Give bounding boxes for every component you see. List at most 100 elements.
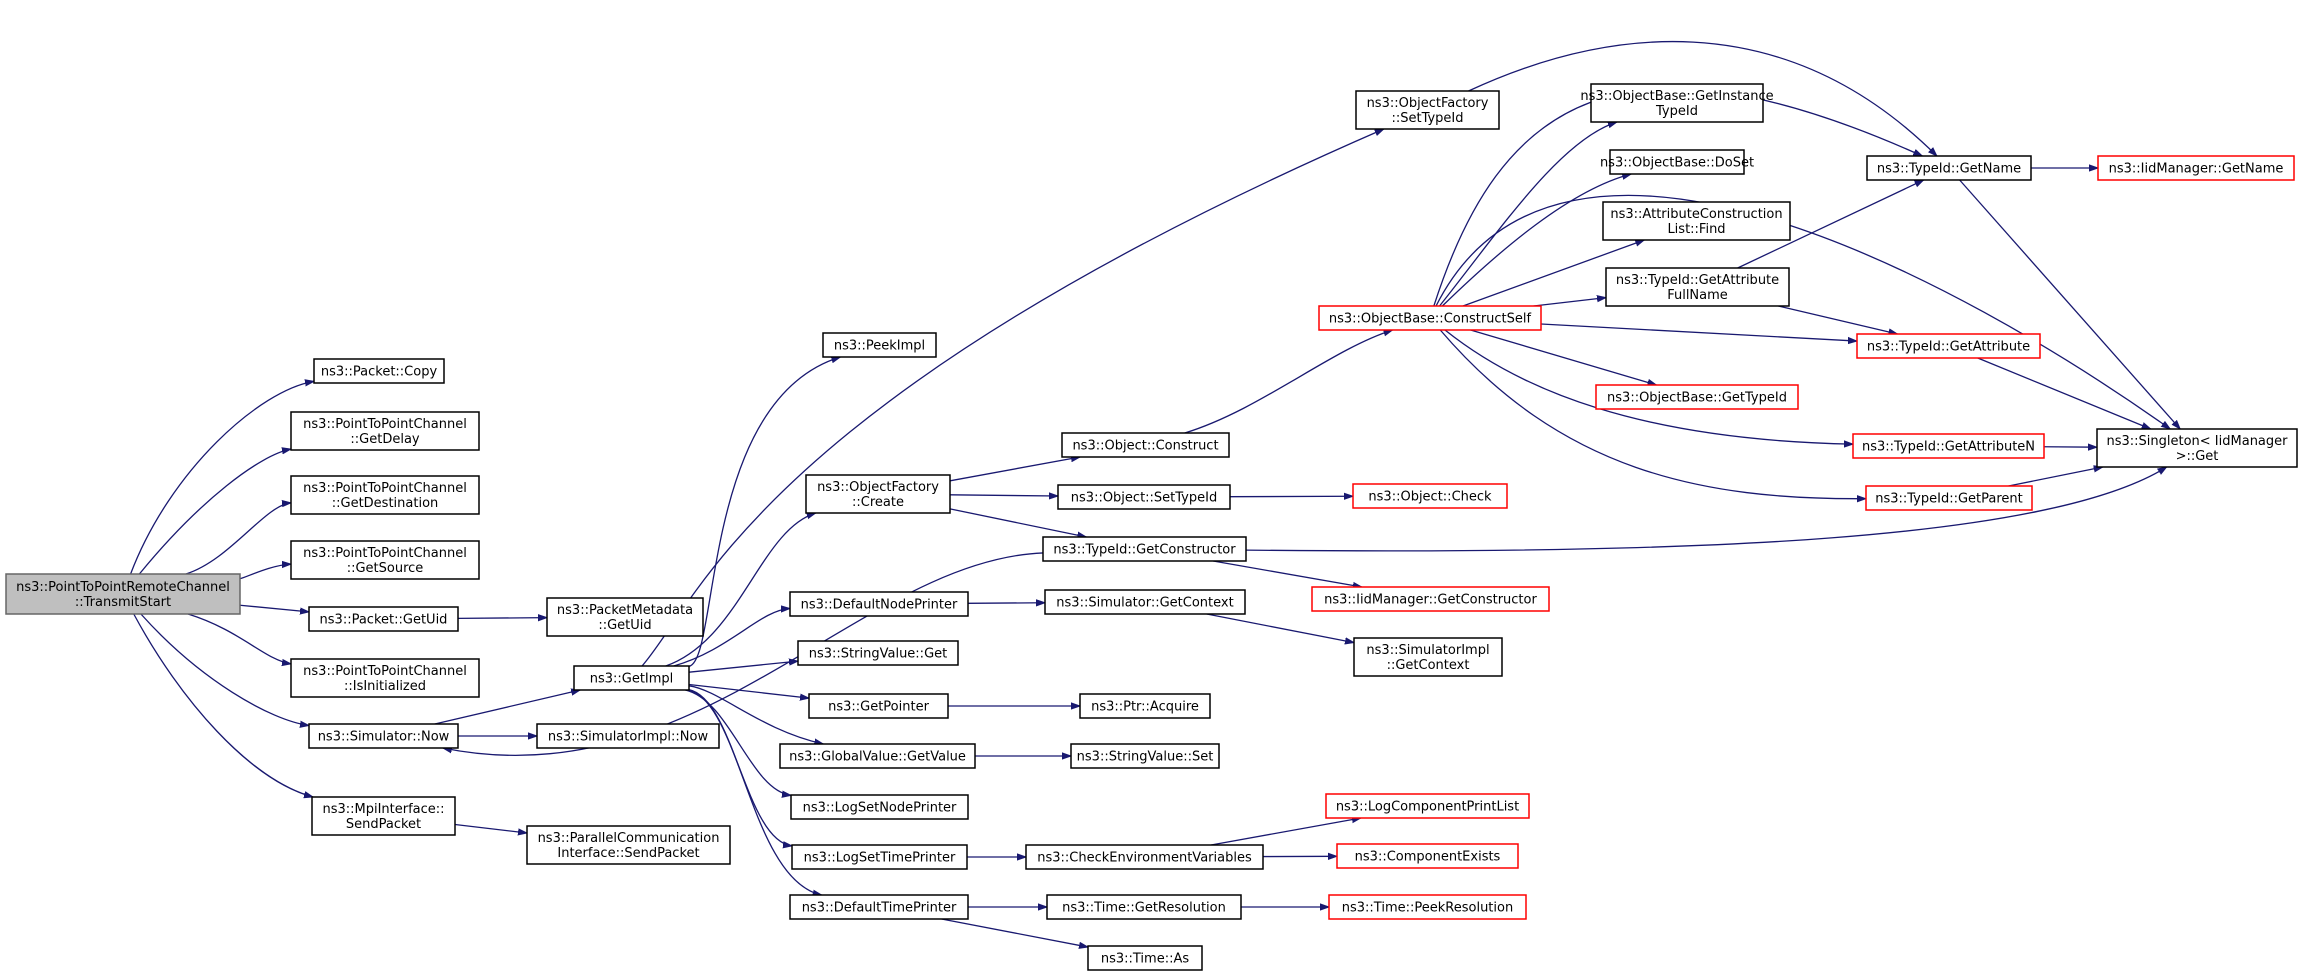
node-packet-copy[interactable]: ns3::Packet::Copy	[313, 358, 445, 384]
node-sim-getcontext[interactable]: ns3::Simulator::GetContext	[1044, 589, 1246, 615]
node-p2p-getdelay[interactable]: ns3::PointToPointChannel::GetDelay	[290, 411, 480, 451]
node-logcomponentprintlist[interactable]: ns3::LogComponentPrintList	[1325, 793, 1530, 819]
node-object-check[interactable]: ns3::Object::Check	[1352, 483, 1508, 509]
node-label: TypeId	[1655, 104, 1698, 119]
node-box	[1325, 793, 1530, 819]
node-checkenv[interactable]: ns3::CheckEnvironmentVariables	[1025, 844, 1264, 870]
node-box	[791, 844, 968, 870]
node-globalvalue-getvalue[interactable]: ns3::GlobalValue::GetValue	[779, 743, 976, 769]
node-typeid-getattributen[interactable]: ns3::TypeId::GetAttributeN	[1852, 433, 2045, 459]
node-label: ::SetTypeId	[1391, 111, 1463, 126]
node-sim-now[interactable]: ns3::Simulator::Now	[308, 723, 459, 749]
node-root[interactable]: ns3::PointToPointRemoteChannel::Transmit…	[5, 573, 241, 615]
node-label: ns3::IidManager::GetName	[2109, 162, 2284, 177]
node-box	[290, 658, 480, 698]
node-box	[1609, 149, 1745, 175]
node-box	[1866, 155, 2032, 181]
node-objfactory-create[interactable]: ns3::ObjectFactory::Create	[805, 474, 951, 514]
node-pktmeta-getuid[interactable]: ns3::PacketMetadata::GetUid	[546, 597, 704, 637]
node-time-getresolution[interactable]: ns3::Time::GetResolution	[1046, 894, 1242, 920]
node-time-peekresolution[interactable]: ns3::Time::PeekResolution	[1328, 894, 1527, 920]
node-object-construct[interactable]: ns3::Object::Construct	[1061, 432, 1230, 458]
node-box	[1044, 589, 1246, 615]
node-box	[1352, 483, 1508, 509]
edge-sim-getcontext-to-simimpl-getcontext	[1206, 613, 1354, 643]
node-iidmanager-getconstructor[interactable]: ns3::IidManager::GetConstructor	[1311, 586, 1550, 612]
node-box	[797, 640, 959, 666]
edge-root-to-p2p-getdelay	[138, 449, 291, 575]
edge-typeid-getconstructor-to-sim-now	[443, 552, 1044, 756]
node-label: ns3::DefaultNodePrinter	[801, 598, 958, 613]
node-stringvalue-set[interactable]: ns3::StringValue::Set	[1070, 743, 1220, 769]
node-getpointer[interactable]: ns3::GetPointer	[808, 693, 949, 719]
node-box	[1605, 267, 1790, 307]
node-simimpl-getcontext[interactable]: ns3::SimulatorImpl::GetContext	[1353, 637, 1503, 677]
edge-objfactory-create-to-typeid-getconstructor	[949, 508, 1086, 537]
node-label: ns3::StringValue::Get	[809, 647, 947, 662]
node-label: ns3::Packet::Copy	[321, 365, 438, 380]
node-box	[1318, 305, 1542, 331]
node-label: ns3::Packet::GetUid	[320, 613, 448, 628]
node-box	[1070, 743, 1220, 769]
edge-typeid-getconstructor-to-singleton-get	[1245, 467, 2167, 552]
node-object-settypeid[interactable]: ns3::Object::SetTypeId	[1057, 484, 1231, 510]
node-label: ns3::ObjectBase::GetInstance	[1580, 89, 1773, 104]
node-p2p-getdest[interactable]: ns3::PointToPointChannel::GetDestination	[290, 475, 480, 515]
node-typeid-getparent[interactable]: ns3::TypeId::GetParent	[1865, 485, 2033, 511]
node-defaultnodeprinter[interactable]: ns3::DefaultNodePrinter	[789, 591, 969, 617]
node-box	[5, 573, 241, 615]
node-label: ns3::ObjectBase::ConstructSelf	[1329, 312, 1532, 327]
edge-typeid-getattrfullname-to-typeid-getname	[1737, 179, 1924, 269]
node-label: ns3::PacketMetadata	[557, 603, 693, 618]
node-typeid-getattribute[interactable]: ns3::TypeId::GetAttribute	[1856, 333, 2041, 359]
node-label: SendPacket	[346, 817, 421, 832]
node-box	[1057, 484, 1231, 510]
node-mpi-send[interactable]: ns3::MpiInterface::SendPacket	[311, 796, 456, 836]
node-time-as[interactable]: ns3::Time::As	[1087, 945, 1203, 971]
node-ptr-acquire[interactable]: ns3::Ptr::Acquire	[1079, 693, 1211, 719]
node-defaulttimeprinter[interactable]: ns3::DefaultTimePrinter	[789, 894, 969, 920]
node-label: ns3::Object::SetTypeId	[1071, 491, 1217, 506]
node-box	[1856, 333, 2041, 359]
node-iidmanager-getname[interactable]: ns3::IidManager::GetName	[2097, 155, 2295, 181]
node-box	[290, 475, 480, 515]
node-label: ns3::ObjectFactory	[1367, 96, 1489, 111]
node-label: ns3::SimulatorImpl::Now	[548, 730, 709, 745]
node-box	[290, 411, 480, 451]
node-label: ns3::GetPointer	[828, 700, 929, 715]
node-logsettimeprinter[interactable]: ns3::LogSetTimePrinter	[791, 844, 968, 870]
edge-getimpl-to-defaultnodeprinter	[673, 608, 790, 667]
node-stringvalue-get[interactable]: ns3::StringValue::Get	[797, 640, 959, 666]
node-simimpl-now[interactable]: ns3::SimulatorImpl::Now	[536, 723, 720, 749]
edge-getimpl-to-globalvalue-getvalue	[688, 685, 823, 744]
node-objbase-doset[interactable]: ns3::ObjectBase::DoSet	[1600, 149, 1754, 175]
node-typeid-getname[interactable]: ns3::TypeId::GetName	[1866, 155, 2032, 181]
node-parallel-send[interactable]: ns3::ParallelCommunicationInterface::Sen…	[526, 825, 731, 865]
node-box	[790, 794, 969, 820]
node-peekimpl[interactable]: ns3::PeekImpl	[822, 332, 937, 358]
node-p2p-isinit[interactable]: ns3::PointToPointChannel::IsInitialized	[290, 658, 480, 698]
node-objbase-constructself[interactable]: ns3::ObjectBase::ConstructSelf	[1318, 305, 1542, 331]
node-label: ns3::SimulatorImpl	[1366, 643, 1489, 658]
node-box	[1355, 90, 1500, 130]
node-logsetnodeprinter[interactable]: ns3::LogSetNodePrinter	[790, 794, 969, 820]
node-box	[1046, 894, 1242, 920]
node-label: FullName	[1667, 288, 1728, 303]
node-label: ns3::PointToPointChannel	[303, 664, 467, 679]
node-objfactory-settypeid[interactable]: ns3::ObjectFactory::SetTypeId	[1355, 90, 1500, 130]
node-box	[1328, 894, 1527, 920]
node-packet-getuid[interactable]: ns3::Packet::GetUid	[308, 606, 459, 632]
node-label: ns3::PointToPointChannel	[303, 417, 467, 432]
node-objbase-gettypeid[interactable]: ns3::ObjectBase::GetTypeId	[1595, 384, 1799, 410]
node-label: ns3::Simulator::Now	[318, 730, 450, 745]
node-componentexists[interactable]: ns3::ComponentExists	[1336, 843, 1519, 869]
node-singleton-get[interactable]: ns3::Singleton< IidManager >::Get	[2096, 428, 2298, 468]
edge-typeid-getparent-to-singleton-get	[2008, 467, 2103, 487]
node-getimpl[interactable]: ns3::GetImpl	[573, 665, 690, 691]
node-typeid-getconstructor[interactable]: ns3::TypeId::GetConstructor	[1042, 536, 1247, 562]
edge-defaultnodeprinter-to-sim-getcontext	[967, 603, 1045, 604]
node-p2p-getsource[interactable]: ns3::PointToPointChannel::GetSource	[290, 540, 480, 580]
